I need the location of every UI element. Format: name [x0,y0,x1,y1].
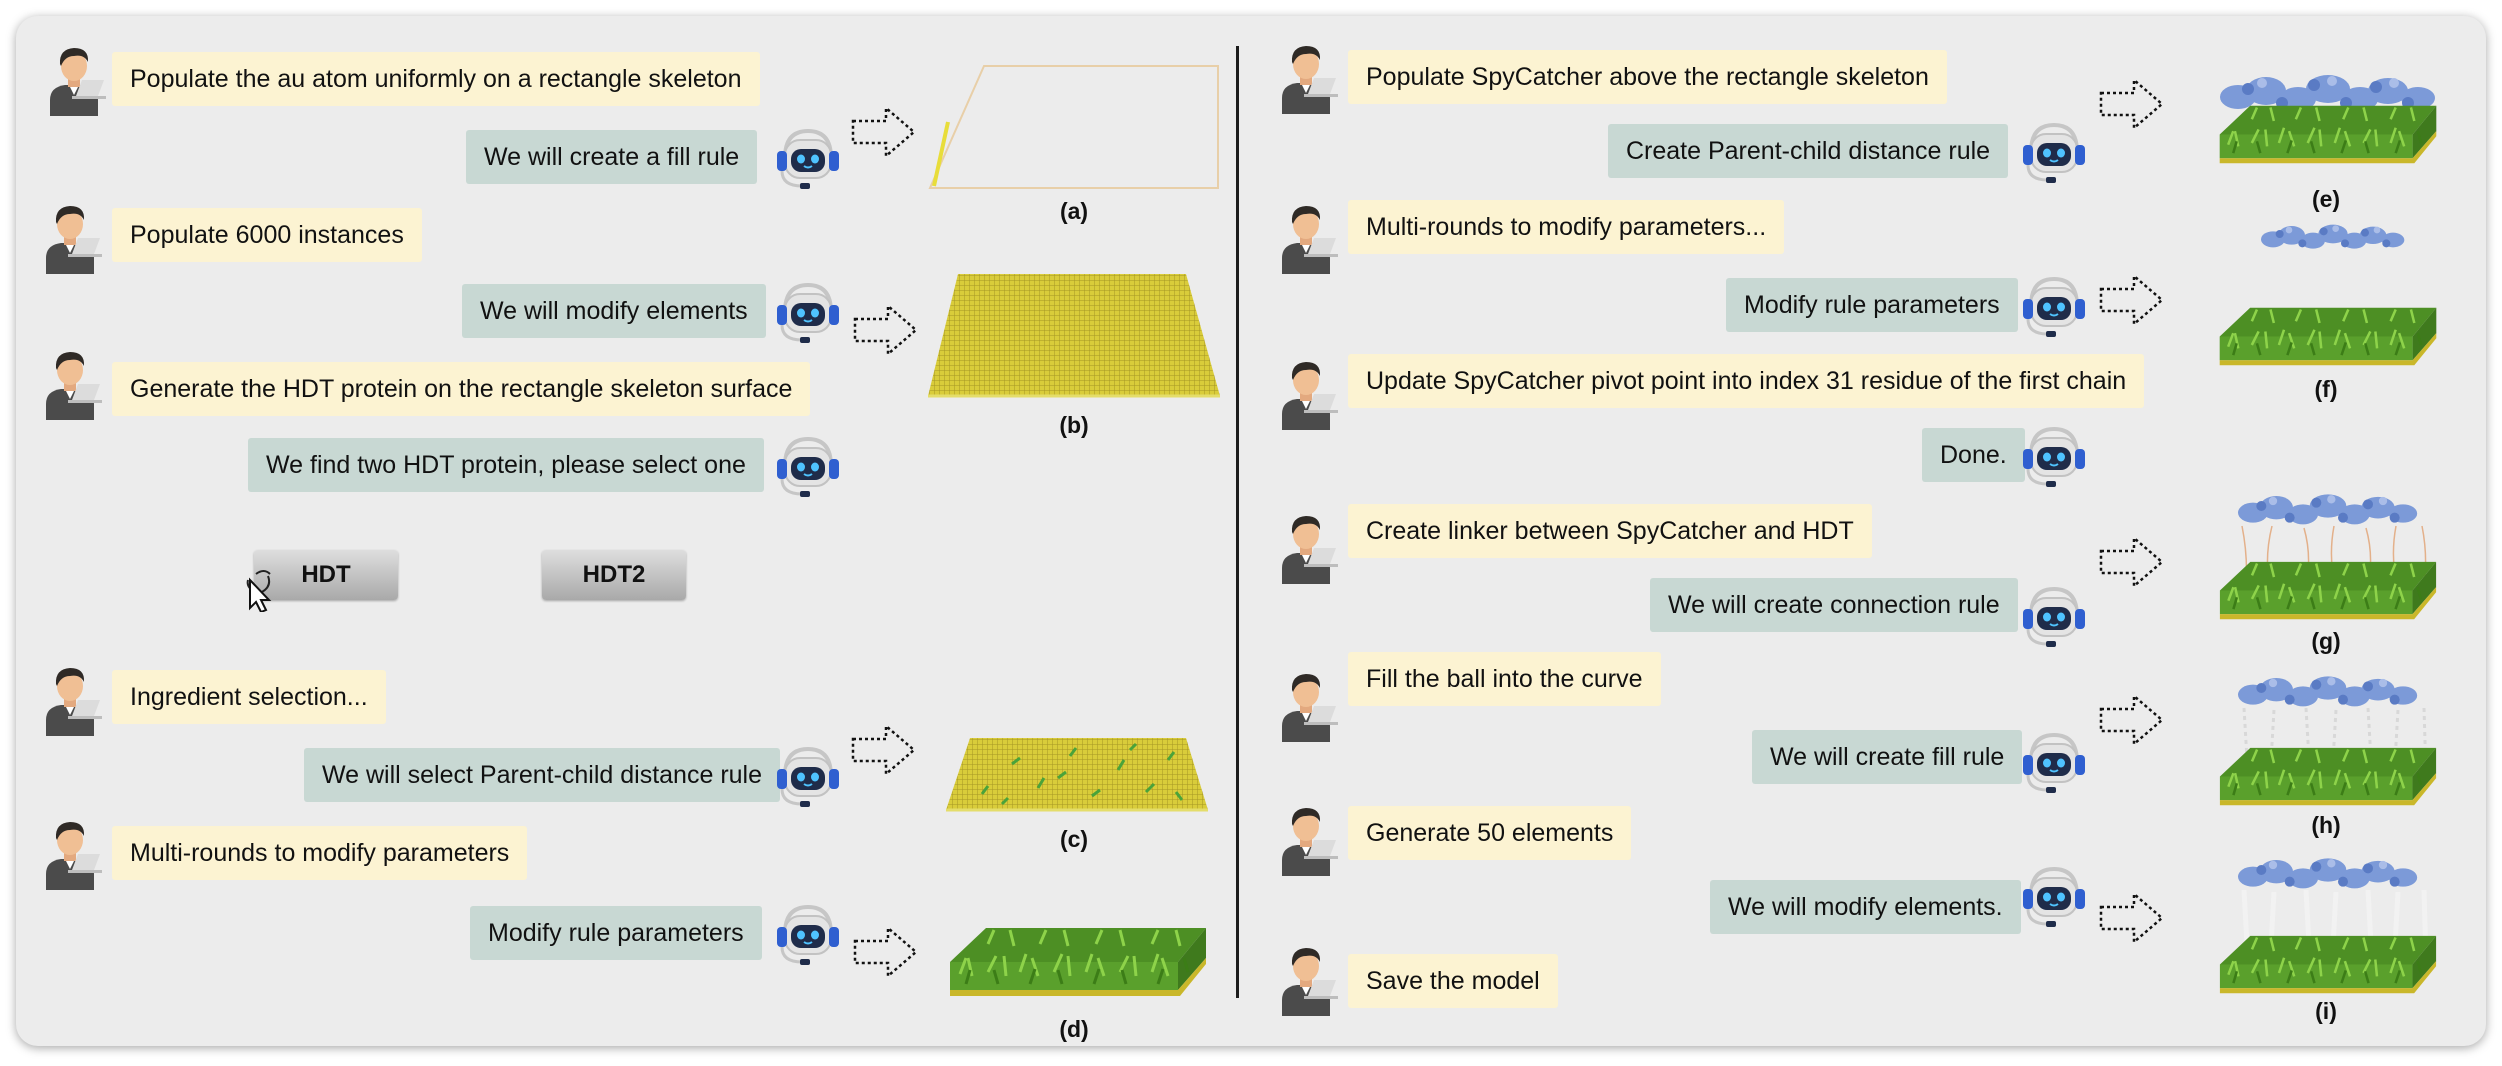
robot-headset-icon [772,430,844,502]
option-hdt-button[interactable]: HDT [254,550,398,600]
user-message: Save the model [1348,954,1558,1008]
dotted-arrow-icon [2098,890,2166,946]
dotted-arrow-icon [850,104,918,160]
robot-headset-icon [772,740,844,812]
dotted-arrow-icon [2098,76,2166,132]
assistant-message: We will select Parent-child distance rul… [304,748,781,802]
robot-headset-icon [772,898,844,970]
dotted-arrow-icon [2098,534,2166,590]
robot-headset-icon [772,276,844,348]
user-avatar-icon [36,814,104,890]
user-avatar-icon [1272,354,1340,430]
assistant-message: We will modify elements. [1710,880,2021,934]
spycatcher-cloud-illustration [2261,224,2405,249]
user-message: Generate 50 elements [1348,806,1632,860]
user-message: Multi-rounds to modify parameters [112,826,528,880]
assistant-message: Done. [1922,428,2025,482]
user-message: Populate the au atom uniformly on a rect… [112,52,760,106]
figure-caption: (h) [2311,812,2341,838]
user-avatar-icon [1272,38,1340,114]
rectangle-skeleton-illustration [928,65,1219,189]
dotted-arrow-icon [852,924,920,980]
user-avatar-icon [1272,940,1340,1016]
figure-caption: (b) [1059,412,1089,438]
robot-headset-icon [772,122,844,194]
figure-caption: (i) [2315,998,2337,1024]
grass-layer-illustration [2218,306,2438,367]
user-avatar-icon [1272,198,1340,274]
user-avatar-icon [36,198,104,274]
robot-headset-icon [2018,116,2090,188]
user-avatar-icon [1272,800,1340,876]
user-message: Fill the ball into the curve [1348,652,1661,706]
robot-headset-icon [2018,580,2090,652]
robot-headset-icon [2018,420,2090,492]
assistant-message: Create Parent-child distance rule [1608,124,2009,178]
au-atom-layer-illustration [928,274,1220,398]
figure-caption: (g) [2311,628,2341,654]
user-message: Multi-rounds to modify parameters... [1348,200,1785,254]
user-message: Create linker between SpyCatcher and HDT [1348,504,1872,558]
dotted-arrow-icon [2098,272,2166,328]
dotted-arrow-icon [852,302,920,358]
grass-layer-illustration [948,926,1208,998]
robot-headset-icon [2018,726,2090,798]
center-divider [1236,46,1239,998]
user-message: Populate 6000 instances [112,208,422,262]
user-message: Update SpyCatcher pivot point into index… [1348,354,2145,408]
click-cursor-icon [236,562,284,612]
figure-caption: (c) [1059,826,1089,852]
dotted-arrow-icon [2098,692,2166,748]
user-message: Generate the HDT protein on the rectangl… [112,362,811,416]
assistant-message: We will create fill rule [1752,730,2023,784]
hdt-sparse-illustration [946,738,1208,812]
assistant-message: We find two HDT protein, please select o… [248,438,764,492]
user-message: Ingredient selection... [112,670,386,724]
figure-caption: (a) [1059,198,1089,224]
figure-caption: (f) [2314,376,2338,402]
ball-fill-illustration [2218,676,2438,807]
user-avatar-icon [36,660,104,736]
user-avatar-icon [1272,666,1340,742]
figure-caption: (e) [2311,186,2341,212]
linker-connection-illustration [2218,494,2438,621]
robot-headset-icon [2018,860,2090,932]
assistant-message: We will create connection rule [1650,578,2018,632]
assistant-message: Modify rule parameters [1726,278,2018,332]
user-avatar-icon [36,344,104,420]
robot-headset-icon [2018,270,2090,342]
assistant-message: We will modify elements [462,284,766,338]
grass-layer-illustration [2218,104,2438,165]
option-hdt2-button[interactable]: HDT2 [542,550,686,600]
user-avatar-icon [40,40,108,116]
final-model-illustration [2218,858,2438,995]
user-avatar-icon [1272,508,1340,584]
user-message: Populate SpyCatcher above the rectangle … [1348,50,1947,104]
assistant-message: Modify rule parameters [470,906,762,960]
dotted-arrow-icon [850,722,918,778]
figure-caption: (d) [1059,1016,1089,1042]
assistant-message: We will create a fill rule [466,130,758,184]
